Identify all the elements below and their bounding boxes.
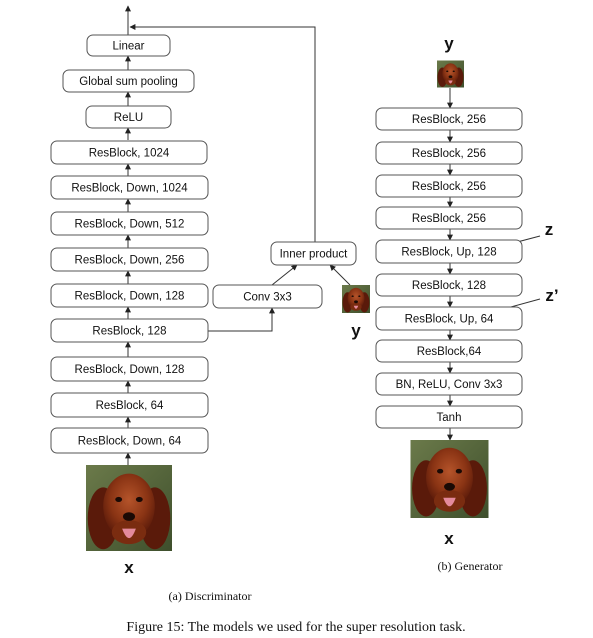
- block-label: ResBlock, Down, 128: [75, 364, 185, 376]
- block-label: Tanh: [437, 412, 462, 424]
- gen-block-resblock-256-a: ResBlock, 256: [375, 107, 523, 131]
- block-label: ResBlock, 256: [412, 148, 486, 160]
- disc-block-global-sum-pooling: Global sum pooling: [62, 69, 195, 93]
- block-label: ResBlock, Down, 256: [75, 255, 185, 267]
- disc-block-resblock-down-128-upper: ResBlock, Down, 128: [50, 283, 209, 308]
- block-label: ReLU: [114, 112, 143, 124]
- discriminator-projection-branch: [129, 24, 351, 332]
- arrow-inner-to-output: [129, 24, 316, 242]
- generator-x-image: [410, 440, 489, 518]
- block-label: ResBlock, Up, 128: [401, 247, 496, 259]
- block-label: Linear: [113, 41, 145, 53]
- block-label: ResBlock, Down, 512: [75, 219, 185, 231]
- gen-block-resblock-up-64: ResBlock, Up, 64: [375, 306, 523, 331]
- block-label: BN, ReLU, Conv 3x3: [396, 379, 503, 391]
- generator-panel: y ResBlock, 256 ResBlock, 256: [375, 34, 559, 573]
- gen-block-resblock-256-d: ResBlock, 256: [375, 206, 523, 230]
- disc-block-relu: ReLU: [85, 105, 172, 129]
- disc-block-resblock-64: ResBlock, 64: [50, 392, 209, 418]
- discriminator-caption: (a) Discriminator: [169, 589, 252, 603]
- block-label: Global sum pooling: [79, 76, 177, 88]
- block-label: ResBlock, Down, 64: [78, 436, 182, 448]
- block-label: Inner product: [280, 249, 349, 261]
- generator-y-label: y: [444, 34, 454, 53]
- block-label: ResBlock,64: [417, 346, 482, 358]
- arrow-y-to-inner: [329, 264, 351, 286]
- discriminator-x-label: x: [124, 558, 134, 577]
- gen-block-tanh: Tanh: [375, 405, 523, 429]
- block-label: ResBlock, 1024: [89, 148, 170, 160]
- block-label: ResBlock, 256: [412, 213, 486, 225]
- generator-x-label: x: [444, 529, 454, 548]
- block-label: ResBlock, Down, 1024: [71, 183, 188, 195]
- figure-caption: Figure 15: The models we used for the su…: [126, 620, 465, 635]
- generator-y-image: [437, 60, 464, 88]
- disc-block-resblock-128: ResBlock, 128: [50, 318, 209, 343]
- gen-block-resblock-up-128: ResBlock, Up, 128: [375, 239, 523, 264]
- block-label: ResBlock, Down, 128: [75, 291, 185, 303]
- gen-block-resblock-256-b: ResBlock, 256: [375, 141, 523, 165]
- gen-block-bn-relu-conv: BN, ReLU, Conv 3x3: [375, 372, 523, 396]
- gen-block-resblock-128: ResBlock, 128: [375, 273, 523, 297]
- generator-z-label: z: [545, 220, 554, 239]
- block-label: ResBlock, Up, 64: [405, 314, 494, 326]
- disc-block-resblock-1024: ResBlock, 1024: [50, 140, 208, 165]
- block-label: ResBlock, 128: [92, 326, 166, 338]
- discriminator-y-label: y: [351, 321, 361, 340]
- generator-z-prime-label: z’: [545, 286, 558, 305]
- discriminator-panel: Linear Global sum pooling ReLU ResBlock,…: [50, 5, 370, 603]
- arrow-conv-to-inner: [271, 264, 298, 286]
- disc-block-resblock-down-1024: ResBlock, Down, 1024: [50, 175, 209, 200]
- disc-block-resblock-down-128-lower: ResBlock, Down, 128: [50, 356, 209, 382]
- block-label: Conv 3x3: [243, 292, 292, 304]
- disc-block-resblock-down-64: ResBlock, Down, 64: [50, 427, 209, 454]
- disc-block-conv-3x3: Conv 3x3: [212, 284, 323, 309]
- discriminator-y-image: [342, 285, 370, 313]
- arrow-to-conv: [208, 307, 275, 332]
- block-label: ResBlock, 64: [96, 400, 164, 412]
- gen-block-resblock-64: ResBlock,64: [375, 339, 523, 363]
- disc-block-resblock-down-512: ResBlock, Down, 512: [50, 211, 209, 236]
- generator-caption: (b) Generator: [438, 559, 503, 573]
- block-label: ResBlock, 128: [412, 280, 486, 292]
- block-label: ResBlock, 256: [412, 114, 486, 126]
- discriminator-x-image: [86, 465, 172, 551]
- disc-block-resblock-down-256: ResBlock, Down, 256: [50, 247, 209, 272]
- gen-block-resblock-256-c: ResBlock, 256: [375, 174, 523, 198]
- block-label: ResBlock, 256: [412, 181, 486, 193]
- disc-block-linear: Linear: [86, 34, 171, 57]
- disc-block-inner-product: Inner product: [270, 241, 357, 266]
